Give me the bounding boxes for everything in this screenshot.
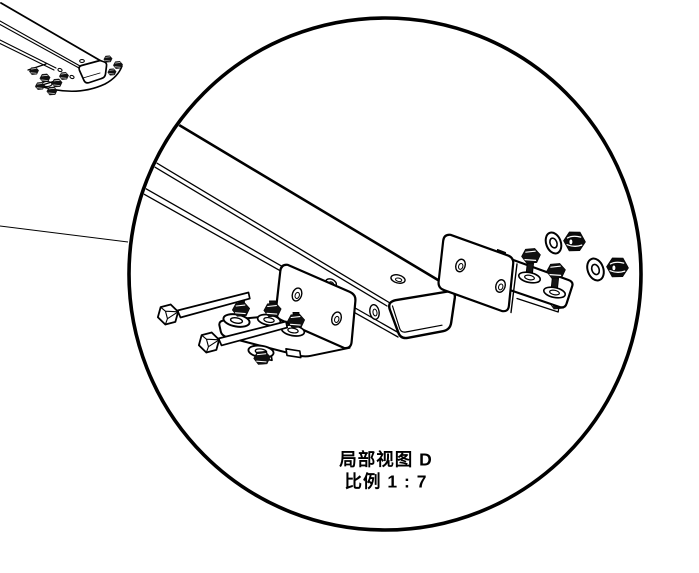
parent-beam-hole: [69, 74, 75, 80]
beam-top-rear-edge: [147, 105, 455, 291]
detail-callout-arc: [36, 65, 123, 93]
floating-locknut: [562, 231, 587, 252]
right-bracket-plate: [437, 233, 515, 313]
floating-locknut: [605, 257, 630, 278]
left-bracket-hole: [291, 287, 303, 302]
parent-hardware-left: [27, 63, 70, 96]
bolt-shaft: [176, 291, 251, 319]
left-bracket-hole: [330, 311, 343, 326]
floating-washer: [544, 231, 563, 255]
hex-bolt-upper: [154, 291, 251, 327]
left-bracket: [154, 263, 357, 366]
right-bracket-hole: [454, 258, 467, 273]
leader-line: [0, 225, 129, 243]
beam-top-front-edge: [131, 146, 391, 307]
bolt-head: [195, 330, 223, 355]
parent-beam-body: [0, 2, 106, 84]
right-bracket-studs: [516, 247, 568, 301]
right-bracket-hole: [494, 279, 507, 293]
beam-end-accent: [391, 305, 443, 333]
detail-view-content: [131, 105, 630, 366]
parent-beam-hole: [79, 58, 85, 64]
beam-top-hole: [390, 274, 406, 284]
parent-beam-end-accent: [82, 72, 101, 79]
floating-washer: [586, 257, 605, 282]
bolt-shaft: [217, 320, 289, 347]
right-bracket-fold-line: [510, 263, 518, 314]
left-bracket-plate: [274, 263, 357, 350]
beam-tube: [131, 105, 457, 340]
right-bracket-base-thickness: [516, 297, 560, 313]
detail-circle-boundary: [127, 16, 643, 532]
bolt-head: [154, 302, 182, 327]
parent-beam-front-edge: [0, 20, 81, 69]
parent-beam-hole: [57, 67, 63, 73]
parent-beam-bottom-edge: [0, 39, 57, 71]
detail-view-title: 局部视图 D: [339, 450, 433, 470]
parent-view-fragment: [0, 2, 124, 96]
left-bracket-flange: [218, 314, 351, 358]
hex-nut: [520, 247, 542, 264]
detail-view-scale: 比例 1 : 7: [345, 472, 428, 492]
parent-beam-top-edge: [0, 2, 102, 62]
beam-front-hole: [369, 303, 380, 321]
right-bracket: [437, 231, 630, 314]
hex-bolt-lower: [195, 320, 289, 355]
